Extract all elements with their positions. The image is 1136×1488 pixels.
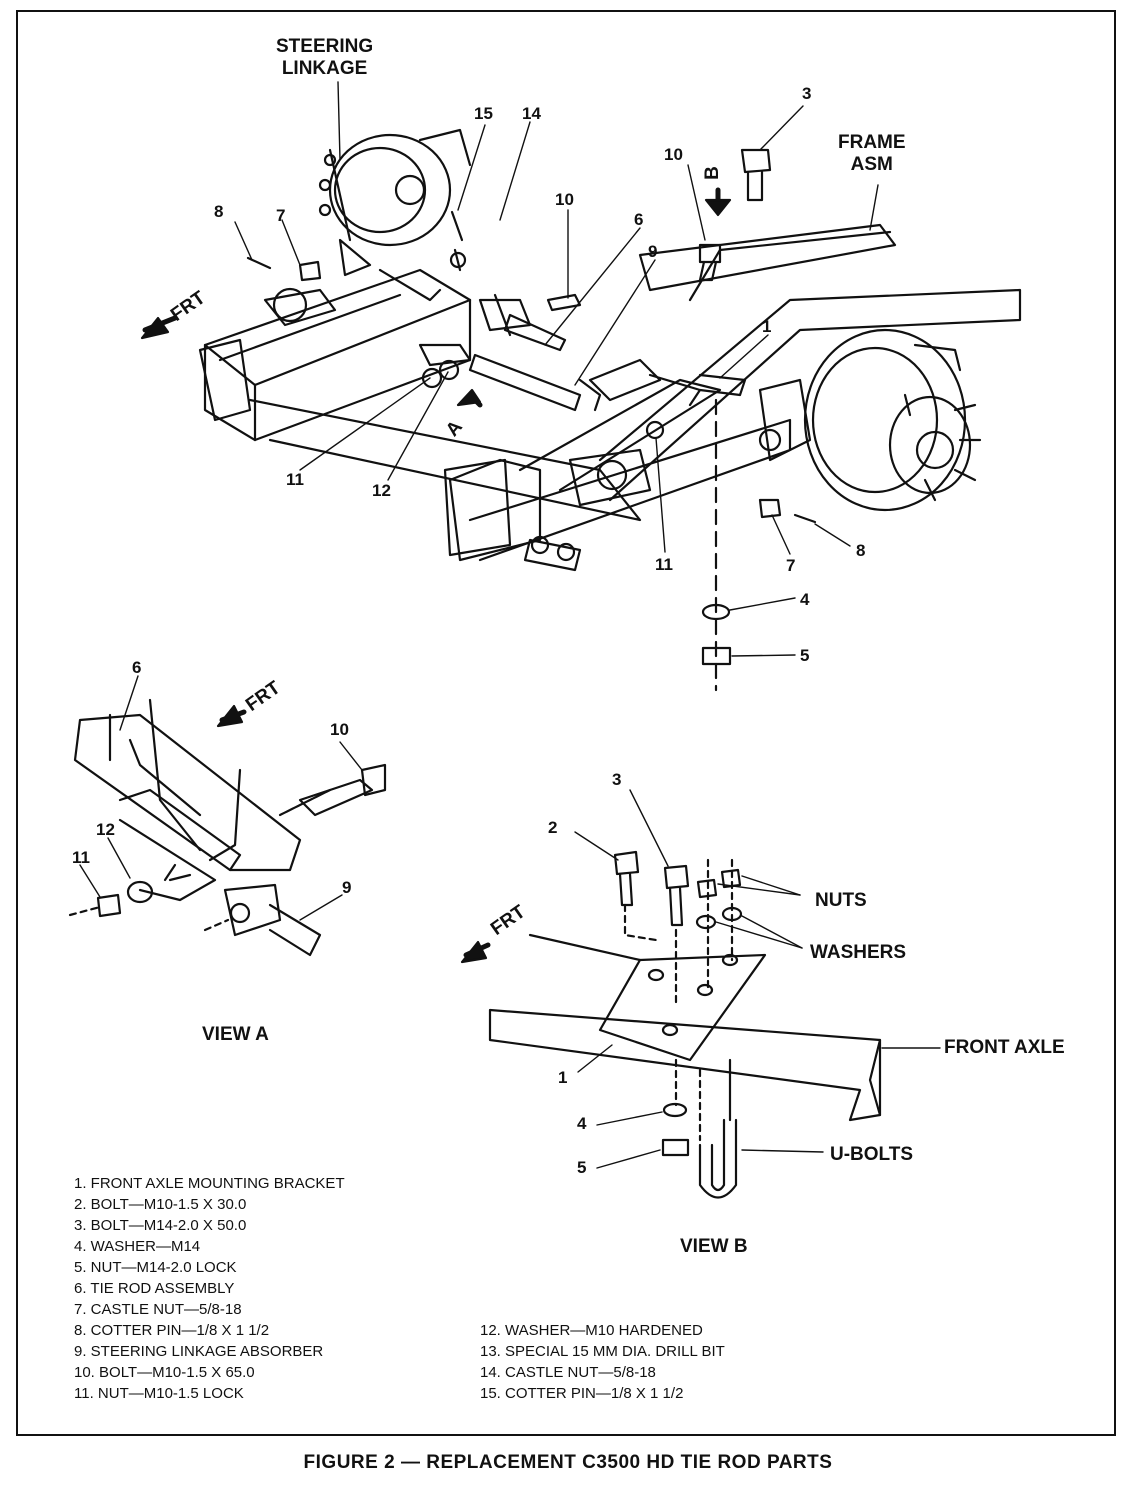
callout-main: 4	[800, 590, 810, 609]
nuts-label: NUTS	[815, 890, 867, 911]
view-b-leaders	[574, 789, 941, 1169]
callout-main: 9	[648, 242, 658, 261]
callout-view-b: 5	[577, 1158, 587, 1177]
u-bolts-label: U-BOLTS	[830, 1144, 914, 1165]
callout-main: 8	[214, 202, 224, 221]
callout-view-b: 2	[548, 818, 558, 837]
parts-legend-right: 12. WASHER—M10 HARDENED 13. SPECIAL 15 M…	[480, 1320, 725, 1404]
main-fasteners	[246, 148, 817, 666]
steering-linkage-label: STEERING LINKAGE	[276, 36, 374, 79]
callout-main: 14	[522, 104, 541, 123]
legend-item: 7. CASTLE NUT—5/8-18	[74, 1301, 242, 1318]
callout-main: 1	[762, 317, 772, 336]
callout-main: 10	[555, 190, 574, 209]
callout-main: 15	[474, 104, 493, 123]
callout-main: 8	[856, 541, 866, 560]
view-b-marker: B	[701, 166, 723, 180]
front-axle-label: FRONT AXLE	[944, 1037, 1065, 1058]
legend-item: 15. COTTER PIN—1/8 X 1 1/2	[480, 1385, 684, 1402]
right-brake-drum	[758, 328, 982, 512]
callout-main: 7	[276, 206, 286, 225]
view-a-leaders	[79, 675, 363, 921]
view-b-title: VIEW B	[680, 1236, 748, 1257]
callout-main: 5	[800, 646, 810, 665]
figure-caption: FIGURE 2 — REPLACEMENT C3500 HD TIE ROD …	[303, 1452, 833, 1473]
view-a-title: VIEW A	[202, 1024, 269, 1045]
callout-view-a: 9	[342, 878, 352, 897]
legend-item: 11. NUT—M10-1.5 LOCK	[74, 1385, 244, 1402]
legend-item: 1. FRONT AXLE MOUNTING BRACKET	[74, 1175, 345, 1192]
view-a-art	[68, 698, 387, 957]
main-leaders	[234, 81, 879, 657]
tie-rod-linkage	[378, 248, 747, 412]
callout-view-a: 6	[132, 658, 142, 677]
view-b-art	[488, 850, 882, 1199]
callout-view-b: 3	[612, 770, 622, 789]
callout-main: 12	[372, 481, 391, 500]
parts-legend-left: 1. FRONT AXLE MOUNTING BRACKET 2. BOLT—M…	[74, 1173, 345, 1404]
legend-item: 5. NUT—M14-2.0 LOCK	[74, 1259, 237, 1276]
legend-item: 3. BOLT—M14-2.0 X 50.0	[74, 1217, 247, 1234]
callout-main: 3	[802, 84, 812, 103]
callout-main: 10	[664, 145, 683, 164]
callout-view-a: 12	[96, 820, 115, 839]
legend-item: 9. STEERING LINKAGE ABSORBER	[74, 1343, 324, 1360]
legend-item: 6. TIE ROD ASSEMBLY	[74, 1280, 235, 1297]
callout-main: 7	[786, 556, 796, 575]
figure-border	[16, 10, 1116, 1436]
frame-rail-assembly	[198, 223, 1022, 572]
legend-item: 14. CASTLE NUT—5/8-18	[480, 1364, 656, 1381]
washers-label: WASHERS	[810, 942, 907, 963]
callout-main: 11	[286, 470, 304, 489]
callout-view-a: 10	[330, 720, 349, 739]
callout-main: 6	[634, 210, 644, 229]
callout-view-b: 1	[558, 1068, 568, 1087]
frame-asm-label: FRAME ASM	[838, 132, 906, 175]
legend-item: 8. COTTER PIN—1/8 X 1 1/2	[74, 1322, 270, 1339]
legend-item: 12. WASHER—M10 HARDENED	[480, 1322, 703, 1339]
legend-item: 13. SPECIAL 15 MM DIA. DRILL BIT	[480, 1343, 725, 1360]
callout-main: 11	[655, 555, 673, 574]
callout-view-b: 4	[577, 1114, 587, 1133]
legend-item: 4. WASHER—M14	[74, 1238, 201, 1255]
legend-item: 2. BOLT—M10-1.5 X 30.0	[74, 1196, 247, 1213]
legend-item: 10. BOLT—M10-1.5 X 65.0	[74, 1364, 255, 1381]
left-brake-drum	[318, 128, 472, 277]
callout-view-a: 11	[72, 848, 90, 867]
